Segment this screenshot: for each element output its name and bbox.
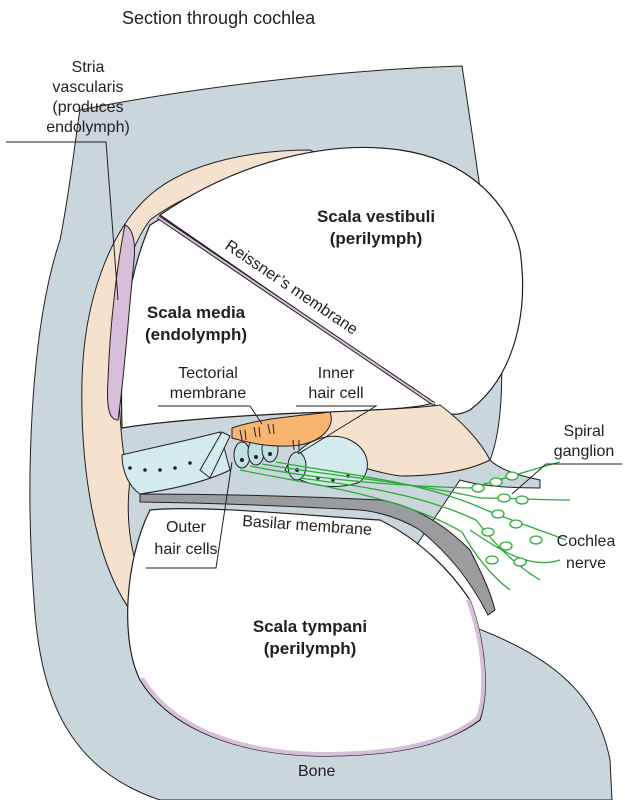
svg-text:Outer: Outer xyxy=(166,519,207,536)
svg-text:(perilymph): (perilymph) xyxy=(330,229,423,248)
basilar-membrane xyxy=(139,493,496,616)
label-spiral-ganglion: Spiral ganglion xyxy=(554,423,615,460)
tympani-lining xyxy=(140,599,486,757)
stria-vascularis xyxy=(107,224,135,421)
svg-text:Scala media: Scala media xyxy=(147,303,246,322)
stereocilia xyxy=(239,423,300,451)
svg-text:Scala vestibuli: Scala vestibuli xyxy=(317,207,435,226)
svg-text:Scala tympani: Scala tympani xyxy=(253,617,367,636)
label-outer-hair-cells: Outer hair cells xyxy=(154,519,217,558)
label-stria-vascularis: Stria vascularis (produces endolymph) xyxy=(46,59,130,136)
svg-text:Cochlea: Cochlea xyxy=(557,533,616,550)
svg-text:endolymph): endolymph) xyxy=(46,119,130,136)
svg-text:hair cell: hair cell xyxy=(308,385,363,402)
label-cochlea-nerve: Cochlea nerve xyxy=(557,533,616,572)
reissners-membrane-fill xyxy=(157,216,435,405)
svg-text:(endolymph): (endolymph) xyxy=(145,325,247,344)
svg-text:ganglion: ganglion xyxy=(554,443,615,460)
scala-tympani xyxy=(127,508,486,757)
svg-text:hair cells: hair cells xyxy=(154,541,217,558)
svg-text:(produces: (produces xyxy=(52,99,123,116)
svg-text:nerve: nerve xyxy=(566,555,606,572)
svg-text:Inner: Inner xyxy=(318,365,355,382)
label-inner-hair-cell: Inner hair cell xyxy=(308,365,363,402)
tectorial-membrane xyxy=(231,411,332,447)
svg-text:Tectorial: Tectorial xyxy=(178,365,238,382)
svg-text:membrane: membrane xyxy=(170,385,247,402)
svg-text:vascularis: vascularis xyxy=(52,79,123,96)
label-scala-vestibuli: Scala vestibuli (perilymph) xyxy=(317,207,435,248)
label-bone: Bone xyxy=(298,763,335,780)
label-scala-media: Scala media (endolymph) xyxy=(145,303,247,344)
label-tectorial-membrane: Tectorial membrane xyxy=(170,365,247,402)
scala-vestibuli xyxy=(158,146,524,415)
svg-text:(perilymph): (perilymph) xyxy=(264,639,357,658)
svg-text:Spiral: Spiral xyxy=(564,423,605,440)
label-scala-tympani: Scala tympani (perilymph) xyxy=(253,617,367,658)
diagram-title: Section through cochlea xyxy=(122,8,316,28)
spiral-ganglion xyxy=(471,471,543,567)
svg-text:Stria: Stria xyxy=(72,59,105,76)
